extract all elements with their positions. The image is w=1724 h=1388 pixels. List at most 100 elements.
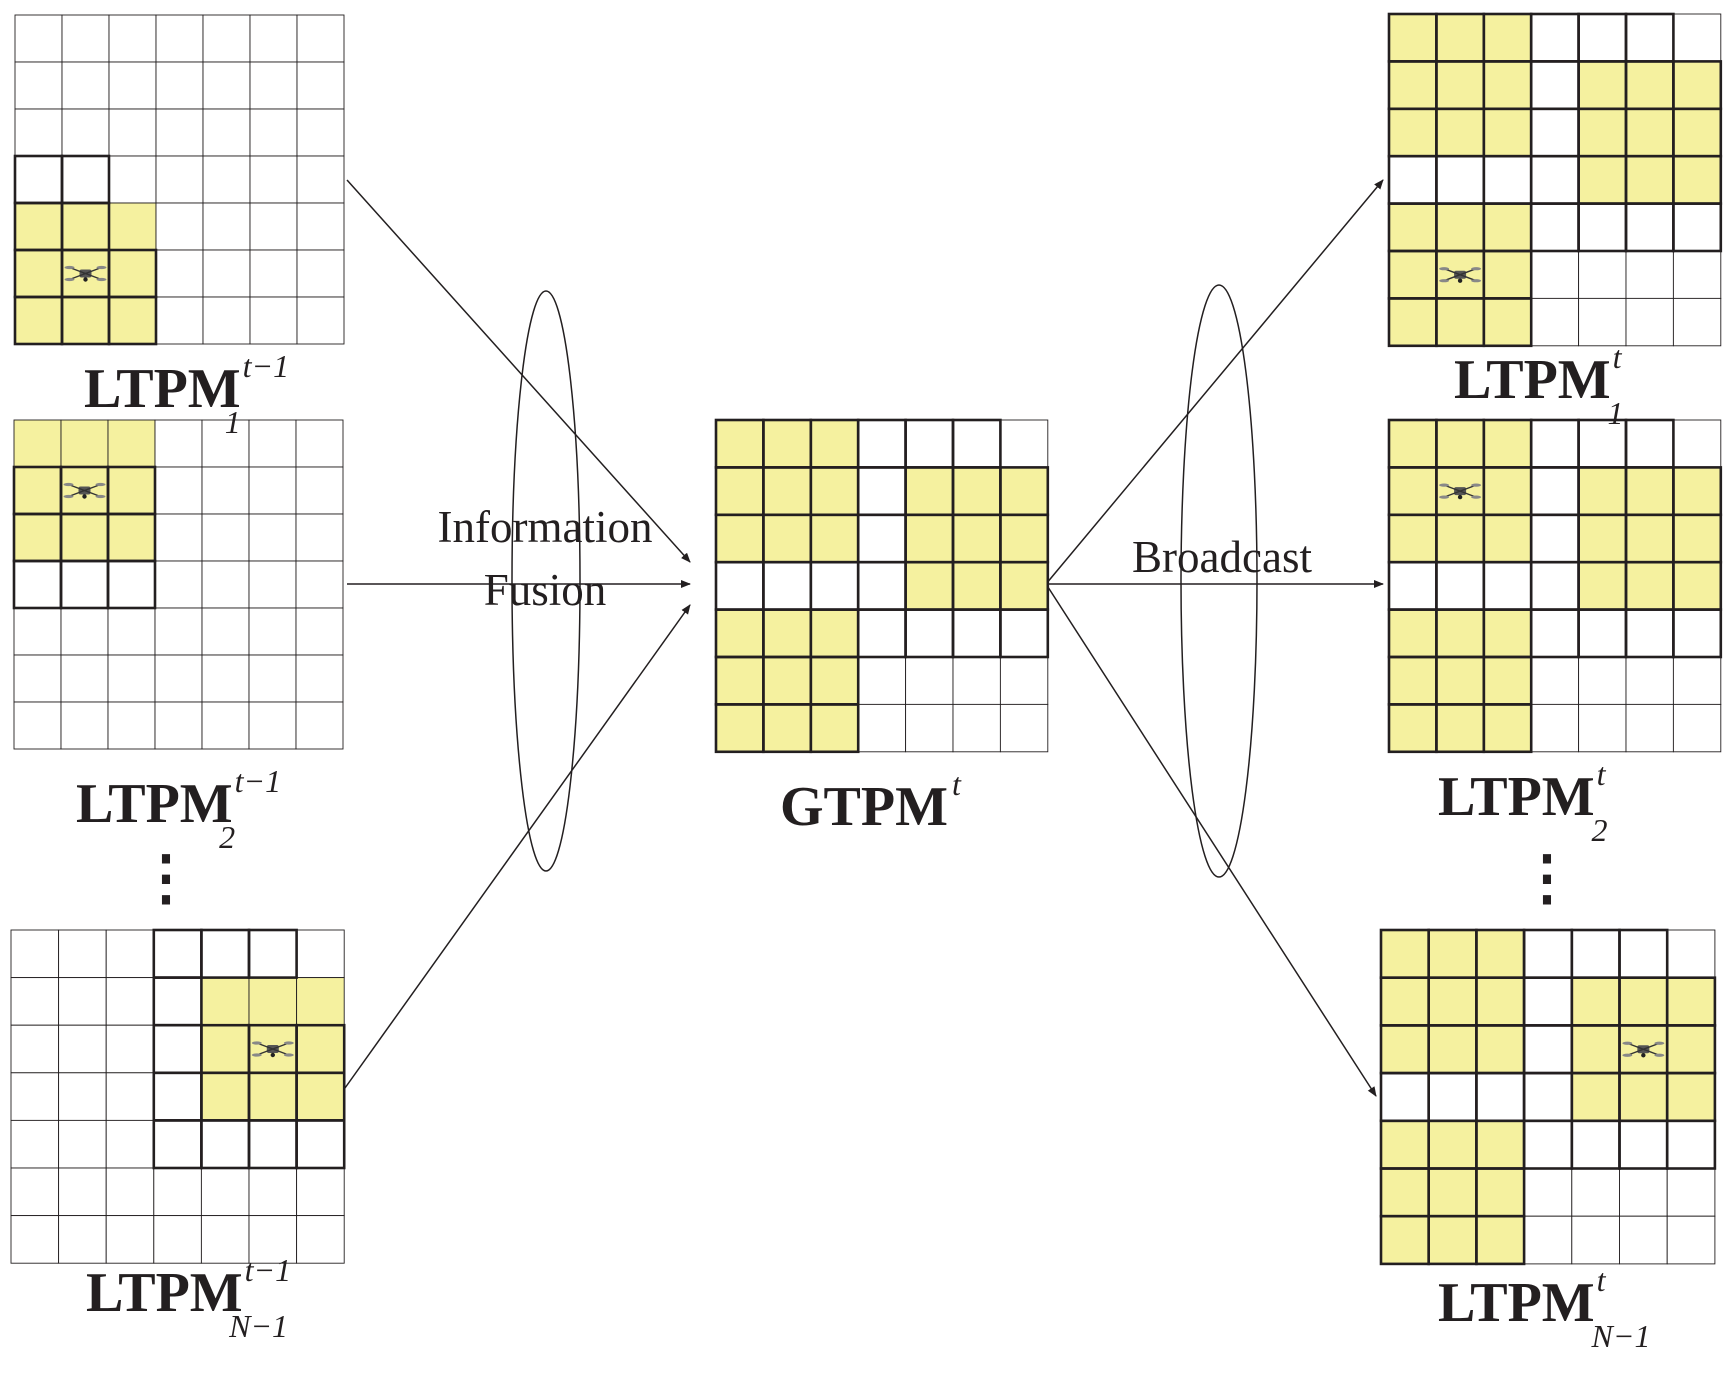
- grid-cell: [1530, 108, 1580, 157]
- grid-cell: [1672, 466, 1722, 516]
- grid-cell: [857, 561, 907, 611]
- fusion-connectors: [344, 179, 691, 1089]
- grid-cell: [1388, 561, 1437, 611]
- grid-cell: [296, 1119, 345, 1169]
- grid-cell: [1523, 1215, 1573, 1265]
- grid-cell: [154, 701, 203, 750]
- grid-cell: [107, 419, 156, 468]
- grid-cell: [1435, 297, 1485, 347]
- grid-cell: [1428, 1168, 1477, 1217]
- grid-cell: [1475, 1072, 1525, 1122]
- grid-cell: [715, 703, 764, 753]
- grid-cell: [1672, 703, 1722, 753]
- ellipsis-right: ⋮: [1517, 845, 1577, 911]
- grid-cell: [248, 929, 298, 979]
- grid-cell: [952, 703, 1001, 753]
- grid-cell: [1625, 155, 1674, 205]
- grid-cell: [154, 560, 203, 609]
- grid-cell: [1530, 13, 1580, 62]
- grid-cell: [1530, 703, 1580, 753]
- grid-cell: [1388, 108, 1437, 157]
- grid-cell: [1388, 609, 1437, 658]
- grid-cell: [61, 296, 110, 345]
- grid-cell: [107, 701, 156, 750]
- grid-cell: [1388, 703, 1437, 753]
- grid-cell: [155, 61, 204, 110]
- grid-cell: [1672, 656, 1722, 705]
- grid-cell: [14, 155, 63, 204]
- grid-cell: [1523, 929, 1573, 979]
- grid-cell: [107, 560, 156, 609]
- grid-cell: [1672, 609, 1722, 658]
- observed-cell-border: [106, 559, 157, 610]
- grid-cell: [295, 560, 344, 609]
- grid-cell: [13, 466, 62, 515]
- observed-cell-border: [107, 295, 158, 346]
- grid-cell: [1625, 297, 1674, 347]
- grid-cell: [201, 513, 250, 562]
- grid-cell: [200, 1215, 250, 1264]
- grid-cell: [1380, 1215, 1430, 1265]
- grid-cell: [1571, 1215, 1620, 1265]
- grid-cell: [202, 155, 251, 204]
- grid-cell: [61, 14, 110, 63]
- grid-cell: [1672, 419, 1722, 468]
- grid-cell: [1435, 419, 1485, 468]
- grid-cell: [153, 1167, 202, 1217]
- grid-cell: [715, 419, 764, 468]
- grid-cell: [1578, 561, 1627, 611]
- grid-cell: [61, 202, 110, 251]
- grid-cell: [1619, 977, 1668, 1026]
- grid-cell: [1578, 13, 1627, 62]
- grid-cell: [201, 560, 250, 609]
- grid-cell: [201, 654, 250, 703]
- grid-cell: [14, 61, 63, 110]
- grid-cell: [295, 654, 344, 703]
- grid-cell: [108, 155, 157, 204]
- grid-cell: [249, 202, 298, 251]
- grid-cell: [248, 607, 297, 656]
- grid-cell: [248, 977, 298, 1026]
- grid-cell: [999, 561, 1049, 611]
- grid-cell: [1388, 514, 1437, 563]
- grid-cell: [1625, 60, 1674, 110]
- observed-cell-border: [1482, 703, 1533, 754]
- grid-cell: [249, 155, 298, 204]
- grid-cell: [1388, 203, 1437, 252]
- grid-cell: [60, 654, 109, 703]
- map-ltpm-2-prev: [12, 419, 344, 750]
- grid-cell: [1483, 108, 1532, 157]
- grid-cell: [1571, 977, 1620, 1026]
- grid-cell: [1380, 1024, 1430, 1074]
- grid-cell: [10, 929, 60, 979]
- grid-cell: [107, 466, 156, 515]
- grid-cell: [1625, 514, 1674, 563]
- grid-cell: [105, 1024, 155, 1074]
- grid-cell: [296, 1024, 345, 1074]
- grid-cell: [905, 609, 954, 658]
- grid-cell: [295, 419, 344, 468]
- grid-cell: [200, 1072, 250, 1121]
- grid-cell: [1672, 297, 1722, 347]
- grid-cell: [10, 1024, 60, 1074]
- broadcast-connectors: [1045, 179, 1384, 1097]
- grid-cell: [153, 977, 202, 1026]
- grid-cell: [1428, 1072, 1477, 1122]
- grid-cell: [202, 61, 251, 110]
- grid-cell: [1388, 60, 1437, 110]
- grid-cell: [762, 656, 812, 705]
- grid-cell: [202, 296, 251, 345]
- grid-cell: [857, 609, 907, 658]
- grid-cell: [1428, 1024, 1477, 1074]
- grid-cell: [201, 607, 250, 656]
- grid-cell: [1380, 929, 1430, 979]
- drone-icon: [1622, 1041, 1665, 1058]
- grid-cell: [1523, 1120, 1573, 1169]
- grid-cell: [58, 1215, 107, 1264]
- grid-cell: [1428, 1215, 1477, 1265]
- broadcast-ellipse: [1180, 284, 1258, 878]
